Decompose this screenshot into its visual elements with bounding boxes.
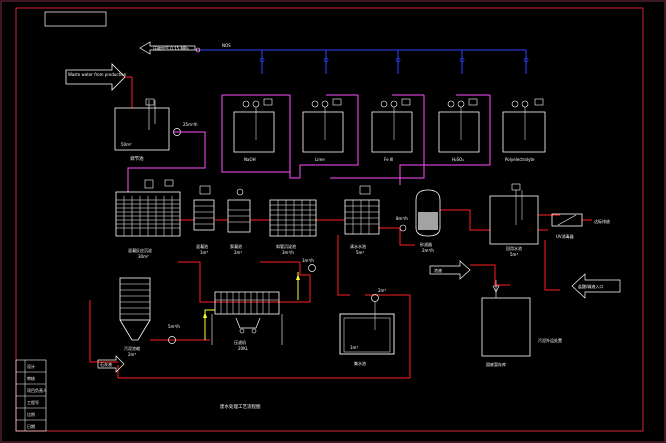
sludge-cart-icon (235, 317, 261, 329)
title-block-row-3: 项目负责人 (27, 387, 47, 393)
final-volume: 5m³ (510, 252, 518, 257)
uv-unit: UV消毒器 达标排放 (551, 213, 610, 239)
reagent-tank-3: Fe III (371, 98, 413, 162)
title-block: 设计 审核 项目负责人 工程号 比例 日期 (15, 359, 47, 432)
inlet-arrow: Waste water from production (65, 63, 133, 108)
mix-tank-1: 混凝池 1m³ (193, 185, 215, 255)
reagent-1-label: NaOH (244, 157, 256, 162)
sludge-pump-flow: 5m³/h (168, 324, 180, 329)
sludge-silo: 污泥浓缩 2m³ (119, 277, 151, 357)
outfall-label: 达标排放 (594, 218, 610, 224)
silo-volume: 2m³ (128, 352, 136, 357)
inlet-text: Waste water from production (68, 72, 127, 77)
yellow-pipes (203, 272, 300, 340)
sump-pit-volume: 2m³ (378, 288, 386, 293)
uv-label: UV消毒器 (556, 233, 574, 239)
clear-water-volume: 5m³ (356, 250, 364, 255)
sludge-pump-icon (168, 336, 176, 344)
reaction-tank: 混凝反应沉淀 30m³ (115, 179, 181, 259)
sand-filter: 8m³/h 砂滤器 2m³/h (396, 189, 441, 253)
title-block-row-6: 日期 (27, 423, 35, 429)
title-block-row-5: 比例 (27, 411, 35, 417)
equalization-volume: 50m³ (121, 142, 132, 147)
equalization-name: 调节池 (130, 155, 144, 162)
final-tank: 回用水池 5m³ (489, 183, 539, 257)
clear-water-name: 清水水池 (350, 243, 366, 249)
reagent-3-label: Fe III (384, 157, 393, 162)
effluent-arrow: 浓液 (429, 260, 471, 280)
press-volume: 20KL (238, 346, 249, 351)
waste-storage: 固废暂存库 污泥外运处置 (481, 280, 562, 367)
filter-volume: 2m³/h (422, 248, 434, 253)
mix-1-volume: 1m³ (200, 250, 208, 255)
mix-tank-2: 絮凝池 2m³ (227, 188, 251, 255)
title-block-row-2: 审核 (27, 375, 35, 381)
final-name: 回用水池 (506, 245, 522, 251)
chemical-inlet-arrow: 盐酸/碱液入口 (571, 273, 621, 299)
drawing-title: 废水处理工艺流程图 (220, 403, 261, 410)
pipe-tag: NOS (222, 43, 231, 48)
reagent-tank-5: Polyelectrolyte (502, 98, 546, 162)
filter-pump-icon (399, 224, 407, 232)
lime-label: 石灰液 (100, 361, 112, 367)
pump-flow: 1m³/h (302, 258, 314, 263)
drawing-number-box (44, 11, 107, 27)
sump-volume: 1m³ (350, 345, 358, 350)
reagent-tank-2: Lime (302, 98, 344, 162)
storage-name: 固废暂存库 (486, 361, 506, 367)
mix-1-name: 混凝池 (196, 243, 208, 249)
filter-press: 压滤机 20KL (211, 291, 283, 351)
reaction-volume: 30m³ (138, 254, 149, 259)
sludge-out-label: 污泥外运处置 (538, 337, 562, 343)
press-name: 压滤机 (234, 339, 246, 345)
main-process-line (89, 209, 592, 379)
mix-2-volume: 2m³ (234, 250, 242, 255)
clear-water-tank: 清水水池 5m³ (344, 185, 380, 255)
title-block-row-1: 设计 (27, 363, 35, 369)
equalization-flow: 25m³/h (183, 122, 198, 127)
reagent-tank-1: NaOH (233, 98, 275, 162)
reagent-4-label: H₂SO₄ (452, 157, 464, 162)
reagent-5-label: Polyelectrolyte (505, 157, 535, 162)
filter-name: 砂滤器 (420, 241, 432, 247)
acid-inlet-label: 盐酸/碱液入口 (578, 283, 603, 289)
drawing-frame (15, 7, 644, 432)
settler-volume: 3m³/h (282, 250, 294, 255)
effluent-label: 浓液 (434, 267, 442, 273)
silo-name: 污泥浓缩 (124, 345, 140, 351)
mix-2-name: 絮凝池 (230, 243, 242, 249)
lime-inlet-arrow: 石灰液 (97, 355, 125, 373)
return-pump-icon (308, 264, 316, 272)
flow-note: 8m³/h (396, 216, 408, 221)
title-block-row-4: 工程号 (27, 399, 39, 405)
equalization-tank: 50m³ 调节池 25m³/h (114, 98, 198, 162)
sump-name: 集水池 (354, 360, 366, 366)
reagent-2-label: Lime (315, 157, 325, 162)
settler-name: 斜管沉淀池 (276, 243, 296, 249)
air-header: 压缩空气 0.15 MPa NOS (139, 41, 529, 74)
reagent-piping (127, 94, 491, 192)
sump-pump-icon (371, 294, 379, 302)
settler-tank: 斜管沉淀池 3m³/h (269, 199, 317, 255)
reaction-name: 混凝反应沉淀 (128, 247, 152, 253)
reagent-tank-4: H₂SO₄ (438, 98, 480, 162)
air-text: 压缩空气 0.15 MPa (153, 45, 189, 51)
sump-pit: 1m³ 集水池 2m³ (339, 288, 395, 366)
